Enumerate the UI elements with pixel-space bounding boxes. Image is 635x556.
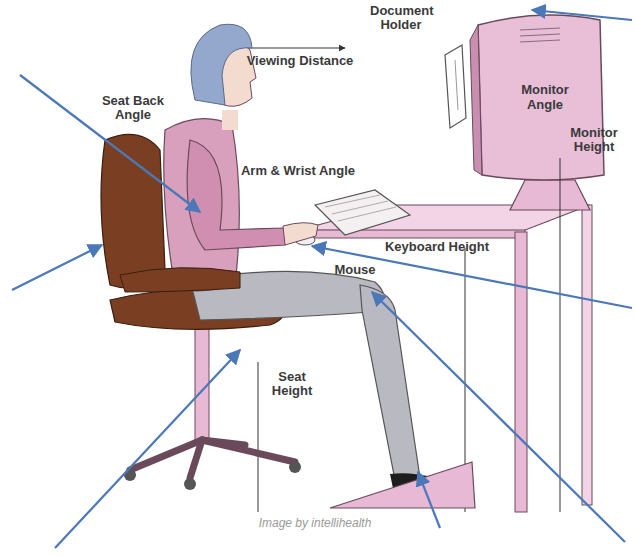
dimension-label: Seat Height: [266, 370, 318, 398]
monitor-screen: [470, 25, 482, 175]
chair-base: [130, 440, 295, 478]
monitor-stand: [510, 180, 590, 210]
key-row: [332, 201, 388, 214]
part-label: Arm & Wrist Angle: [228, 164, 368, 178]
monitor-case: [478, 15, 604, 180]
seat-height-line: [258, 362, 259, 512]
node-text: Monitor Angle: [505, 82, 585, 112]
monitor-height-line: [560, 158, 561, 512]
callout-arrow: [20, 75, 200, 212]
part-label: Document Holder: [370, 4, 432, 32]
key-row: [325, 195, 380, 207]
chair-post: [195, 320, 209, 440]
footrest: [330, 462, 475, 508]
lower-leg: [360, 285, 420, 480]
desk-edge: [300, 230, 525, 238]
dimension-label: Keyboard Height: [372, 240, 502, 254]
key-row: [338, 207, 396, 221]
chair-leg: [190, 440, 202, 478]
callout-arrow: [532, 10, 632, 20]
desk-leg: [515, 232, 527, 512]
hair: [191, 24, 252, 105]
keyboard-keys: [325, 195, 396, 221]
hand: [283, 223, 318, 245]
callout-arrows: [12, 10, 632, 548]
monitor-vents: [520, 28, 560, 42]
watermark: Image by intellihealth: [230, 516, 400, 530]
keyboard: [315, 190, 410, 235]
vent: [520, 34, 560, 36]
part-label: Seat Back Angle: [98, 94, 168, 122]
callout-arrow: [372, 292, 625, 542]
caster: [184, 478, 196, 490]
arm: [187, 140, 290, 250]
callout-arrow: [312, 246, 632, 308]
vent: [520, 28, 560, 30]
vent: [520, 40, 560, 42]
dimension-label: Viewing Distance: [230, 54, 370, 68]
chair-leg: [202, 440, 245, 445]
armrest: [120, 268, 240, 292]
part-label: Mouse: [325, 263, 385, 277]
monitor-screen-box: Monitor Angle: [505, 72, 585, 122]
dimension-label: Monitor Height: [562, 126, 626, 154]
desk-leg: [582, 205, 592, 505]
chair-leg: [202, 440, 295, 462]
callout-arrow: [12, 245, 102, 290]
neck: [222, 110, 238, 130]
callout-arrow: [418, 472, 440, 528]
document-holder: [445, 45, 466, 128]
chair-back: [101, 134, 165, 287]
caster: [289, 461, 301, 473]
callout-arrow: [55, 350, 240, 548]
document-text: [455, 60, 458, 110]
